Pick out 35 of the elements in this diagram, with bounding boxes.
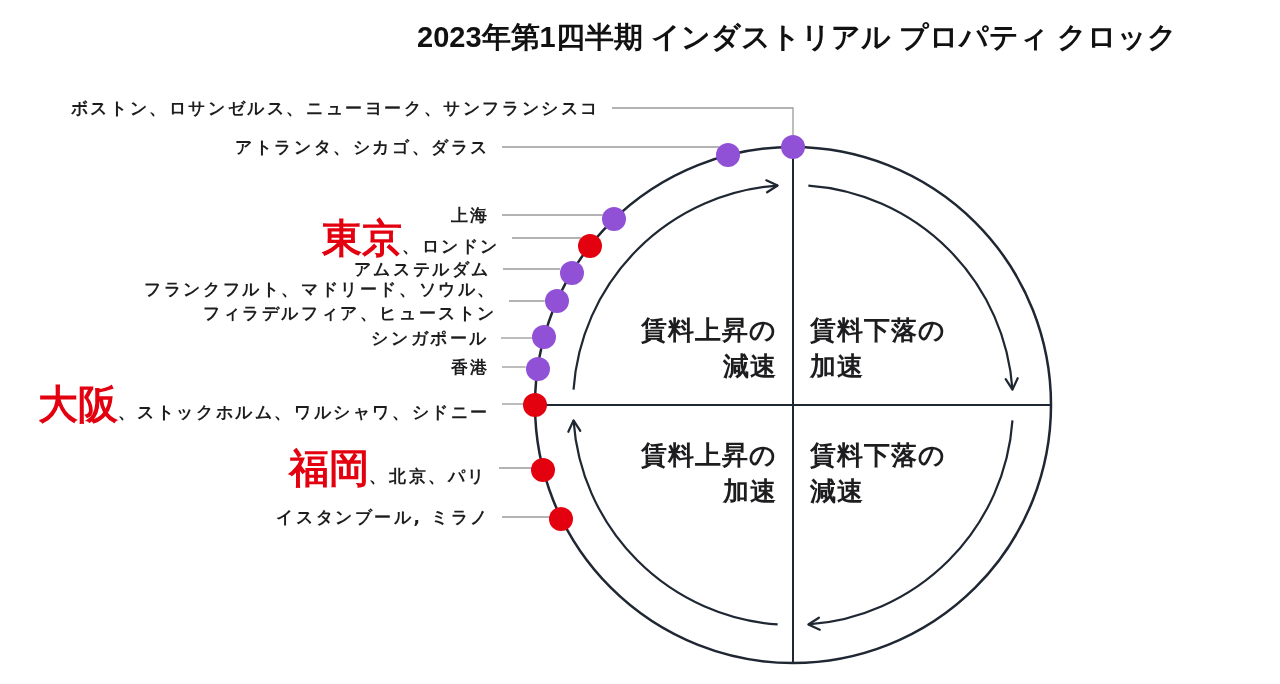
city-label: 大阪、ストックホルム、ワルシャワ、シドニー xyxy=(37,382,490,426)
leader-line xyxy=(502,268,561,270)
leader-line xyxy=(508,300,546,302)
dot-icon xyxy=(602,207,627,232)
leader-line xyxy=(501,366,527,368)
leader-line xyxy=(501,146,720,148)
city-label: シンガポール xyxy=(371,326,489,350)
dot-icon xyxy=(781,135,805,159)
leader-line xyxy=(501,516,551,518)
dot-icon xyxy=(715,143,740,168)
quadrant-label: 賃料下落の減速 xyxy=(810,439,947,508)
city-label: 上海 xyxy=(450,203,490,227)
dot-icon xyxy=(577,233,602,258)
dot-icon xyxy=(544,289,569,314)
city-label: 福岡、北京、パリ xyxy=(289,446,487,490)
city-label: 香港 xyxy=(450,355,490,379)
dot-icon xyxy=(532,325,556,350)
city-label: イスタンブール, ミラノ xyxy=(276,505,490,529)
dot-icon xyxy=(525,357,550,382)
quadrant-label: 賃料上昇の減速 xyxy=(640,314,777,383)
leader-line xyxy=(501,214,604,216)
dot-icon xyxy=(559,260,584,285)
leader-line xyxy=(511,237,582,239)
chart-title: 2023年第1四半期 インダストリアル プロパティ クロック xyxy=(417,20,1177,55)
dot-icon xyxy=(531,458,556,483)
leader-line xyxy=(611,107,794,136)
quadrant-label: 賃料上昇の加速 xyxy=(640,439,777,508)
dot-icon xyxy=(523,393,547,417)
city-label: アトランタ、シカゴ、ダラス xyxy=(235,135,490,159)
leader-line xyxy=(500,337,533,339)
dot-icon xyxy=(549,506,574,531)
quadrant-label: 賃料下落の加速 xyxy=(810,314,947,383)
leader-line xyxy=(501,403,524,405)
leader-line xyxy=(498,467,533,469)
city-label: ボストン、ロサンゼルス、ニューヨーク、サンフランシスコ xyxy=(70,96,600,120)
